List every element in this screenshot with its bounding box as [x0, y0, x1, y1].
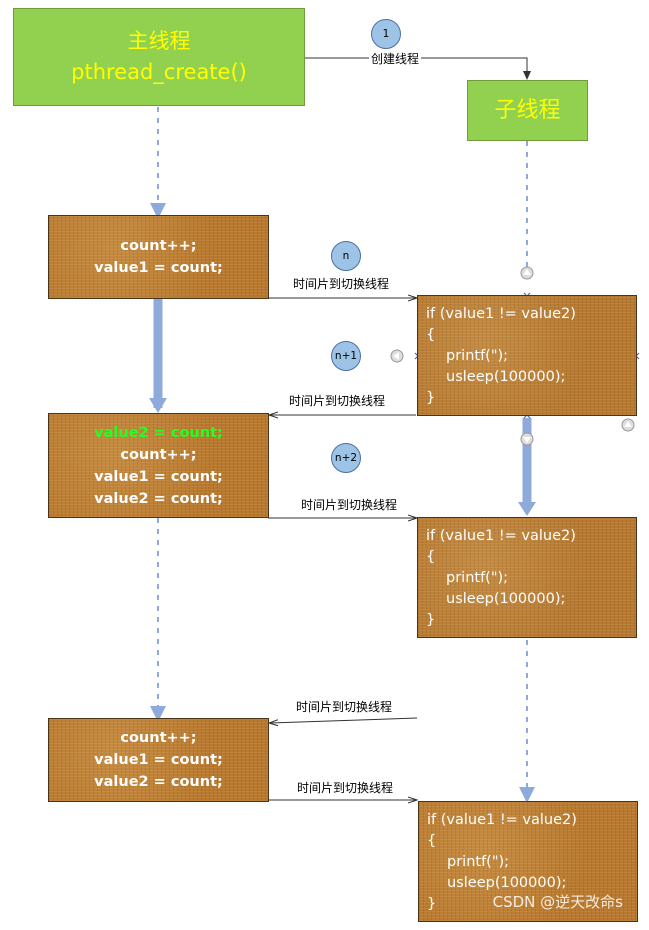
- main-thick-arrowhead: [149, 398, 167, 413]
- code-line: if (value1 != value2): [426, 528, 576, 544]
- step-number: n+1: [334, 350, 358, 362]
- main-thread-box: 主线程 pthread_create(): [13, 8, 305, 106]
- switch-arrow: [270, 717, 418, 723]
- step-marker: n+2: [331, 443, 361, 473]
- code-line: usleep(100000);: [447, 875, 567, 891]
- code-line: }: [426, 390, 436, 406]
- code-line: }: [427, 896, 437, 912]
- selection-handle-glyphs: [393, 269, 632, 443]
- child-code-box: if (value1 != value2) { printf("); uslee…: [417, 517, 637, 638]
- code-line: {: [426, 327, 436, 343]
- step-marker-create: 1: [371, 19, 401, 49]
- child-thick-arrowhead: [518, 502, 536, 516]
- child-thread-title: 子线程: [494, 98, 561, 123]
- highlight-code-line: value2 = count;: [94, 424, 223, 441]
- step-number: 1: [382, 28, 390, 40]
- code-line: usleep(100000);: [446, 591, 566, 607]
- code-line: value2 = count;: [94, 774, 223, 790]
- switch-label: 时间片到切换线程: [296, 700, 393, 714]
- code-line: count++;: [120, 238, 197, 254]
- main-code-box: count++; value1 = count;: [48, 215, 269, 299]
- main-code-box: value2 = count; count++; value1 = count;…: [48, 413, 269, 518]
- child-code-box: if (value1 != value2) { printf("); uslee…: [418, 801, 638, 922]
- code-line: if (value1 != value2): [426, 306, 576, 322]
- code-line: printf(");: [447, 854, 510, 870]
- code-line: }: [426, 612, 436, 628]
- code-line: printf(");: [446, 348, 509, 364]
- main-code-box: count++; value1 = count; value2 = count;: [48, 718, 269, 802]
- code-line: value2 = count;: [94, 490, 223, 507]
- code-line: usleep(100000);: [446, 369, 566, 385]
- step-number: n: [342, 250, 350, 262]
- code-line: value1 = count;: [94, 260, 223, 276]
- code-line: {: [427, 833, 437, 849]
- main-thread-call: pthread_create(): [71, 60, 247, 84]
- code-line: count++;: [120, 446, 197, 463]
- code-line: printf(");: [446, 570, 509, 586]
- create-thread-label: 创建线程: [369, 50, 422, 67]
- step-number: n+2: [334, 452, 358, 464]
- switch-label: 时间片到切换线程: [301, 498, 398, 512]
- watermark: CSDN @逆天改命s: [492, 893, 623, 911]
- child-code-box: if (value1 != value2) { printf("); uslee…: [417, 295, 637, 416]
- code-line: value1 = count;: [94, 752, 223, 768]
- code-line: if (value1 != value2): [427, 812, 577, 828]
- step-marker: n: [331, 241, 361, 271]
- switch-label: 时间片到切换线程: [297, 781, 394, 795]
- switch-label: 时间片到切换线程: [289, 394, 386, 408]
- switch-label: 时间片到切换线程: [293, 277, 390, 291]
- child-thread-box: 子线程: [467, 80, 588, 141]
- code-line: value1 = count;: [94, 468, 223, 485]
- code-line: count++;: [120, 730, 197, 746]
- main-thread-title: 主线程: [127, 29, 191, 53]
- step-marker: n+1: [331, 341, 361, 371]
- code-line: {: [426, 549, 436, 565]
